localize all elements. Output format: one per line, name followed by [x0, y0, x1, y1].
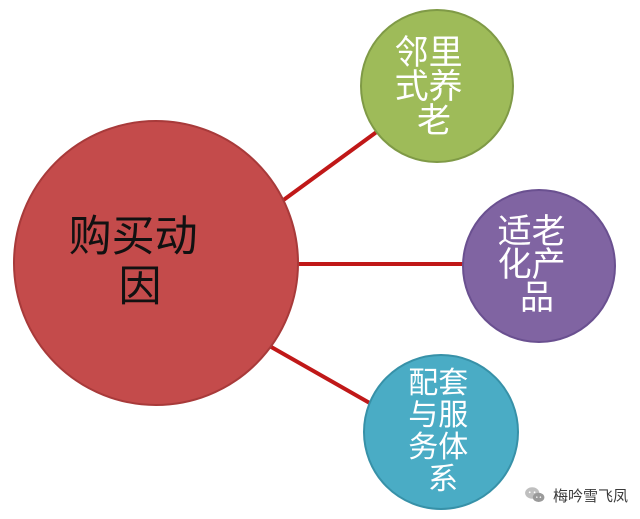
branch-node-top: 邻里 式养 老 — [360, 9, 514, 163]
watermark-text: 梅吟雪飞凤 — [552, 486, 628, 505]
branch-bottom-line-2: 与服 — [408, 398, 468, 433]
branch-middle-line-3: 品 — [520, 278, 554, 318]
branch-node-bottom: 配套 与服 务体 系 — [363, 354, 519, 510]
connector-top — [276, 126, 384, 206]
branch-node-top-circle — [360, 9, 514, 163]
branch-middle-line-1: 适老 — [498, 212, 566, 252]
branch-bottom-line-4: 系 — [428, 462, 458, 497]
center-node: 购买动 因 — [13, 120, 299, 406]
connector-bottom — [264, 342, 384, 412]
connectors — [264, 126, 464, 412]
branch-node-bottom-circle — [363, 354, 519, 510]
branch-top-line-1: 邻里 — [395, 33, 463, 73]
center-node-line-1: 购买动 — [69, 212, 198, 262]
branch-node-middle-label: 适老 化产 品 — [498, 212, 577, 318]
branch-top-line-3: 老 — [417, 101, 451, 141]
wechat-icon — [525, 487, 545, 502]
branch-node-top-label: 邻里 式养 老 — [395, 33, 474, 141]
center-node-line-2: 因 — [119, 262, 162, 312]
branch-node-middle-circle — [462, 189, 616, 343]
branch-middle-line-2: 化产 — [498, 245, 566, 285]
center-node-label: 购买动 因 — [69, 212, 212, 312]
branch-top-line-2: 式养 — [395, 67, 463, 107]
watermark: 梅吟雪飞凤 — [523, 483, 628, 507]
branch-node-bottom-label: 配套 与服 务体 系 — [408, 366, 478, 497]
branch-bottom-line-3: 务体 — [408, 430, 468, 465]
branch-bottom-line-1: 配套 — [408, 366, 468, 401]
center-node-circle — [13, 120, 299, 406]
branch-node-middle: 适老 化产 品 — [462, 189, 616, 343]
